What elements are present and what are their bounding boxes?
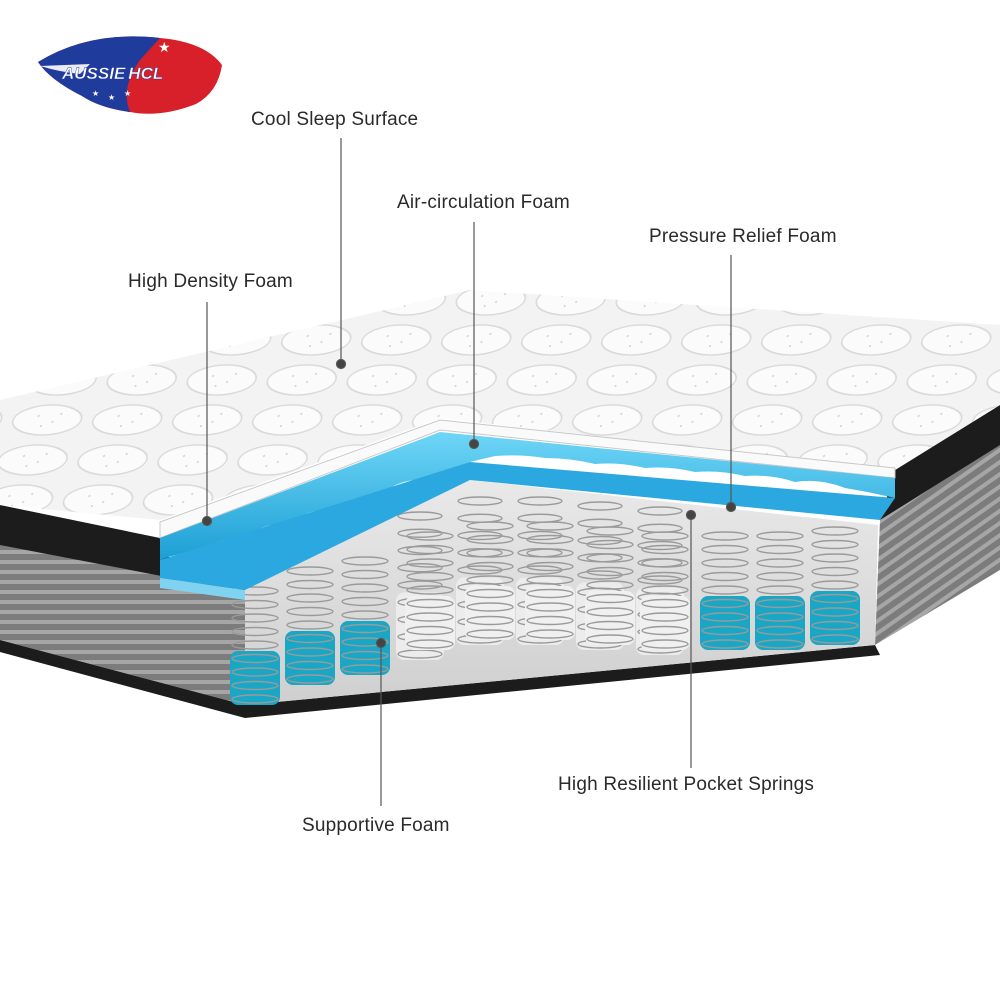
brand-star-icon: ★ — [124, 89, 131, 98]
pocket-spring — [465, 521, 515, 640]
pocket-spring — [230, 586, 280, 705]
pocket-spring — [585, 526, 635, 645]
label-cool-sleep-surface: Cool Sleep Surface — [251, 109, 419, 130]
pocket-springs — [230, 496, 860, 705]
quilted-top-surface — [0, 290, 1000, 520]
pocket-spring — [285, 566, 335, 685]
mattress-bottom-border — [0, 640, 880, 718]
label-high-density-foam: High Density Foam — [128, 271, 293, 292]
brand-star-icon: ★ — [92, 89, 99, 98]
pocket-spring — [810, 526, 860, 645]
high-density-foam-layer — [160, 578, 245, 600]
label-pressure-relief-foam: Pressure Relief Foam — [649, 226, 837, 247]
pocket-spring — [340, 556, 390, 675]
label-high-resilient-pocket-springs: High Resilient Pocket Springs — [558, 774, 815, 795]
label-air-circulation-foam: Air-circulation Foam — [397, 192, 570, 213]
brand-star-icon: ★ — [158, 39, 171, 55]
mattress-right-side — [875, 440, 1000, 645]
pocket-spring — [700, 531, 750, 650]
leader-lines — [201, 138, 737, 806]
pocket-spring — [640, 531, 690, 650]
mattress-right-border — [880, 405, 1000, 520]
brand-star-icon: ★ — [108, 93, 115, 102]
pressure-relief-foam-layer — [160, 462, 895, 590]
pocket-spring — [525, 521, 575, 640]
pocket-spring — [755, 531, 805, 650]
pocket-spring — [405, 531, 455, 650]
air-circulation-foam-layer — [160, 432, 895, 560]
label-supportive-foam: Supportive Foam — [302, 815, 450, 836]
